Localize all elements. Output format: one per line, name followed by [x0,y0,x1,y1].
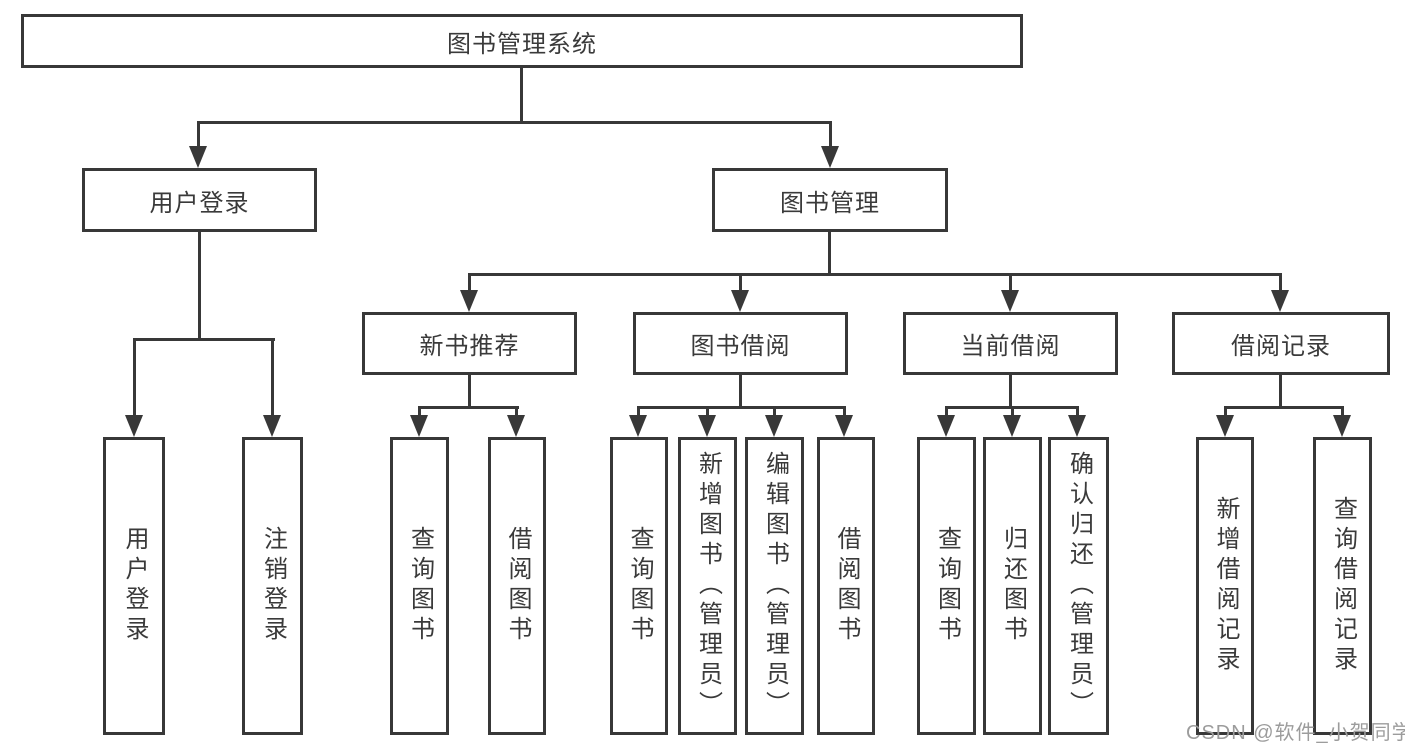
arrowhead-br-query [1333,415,1351,437]
node-book-management-label: 图书管理 [780,189,880,217]
edge-drop-bb-borrow [843,406,846,420]
edge-drop-bb-query [637,406,640,420]
arrowhead-bb-query [629,415,647,437]
edge-book-mgmt-branch [468,273,1282,276]
edge-nbr-branch [418,406,519,409]
arrowhead-bb-edit [765,415,783,437]
arrowhead-cb-query [937,415,955,437]
node-leaf-bb-edit-books-label: 编辑图书（管理员） [761,451,789,721]
arrowhead-bb-borrow [835,415,853,437]
node-leaf-logout-label: 注销登录 [259,526,287,646]
arrowhead-leaf-logout [263,415,281,437]
node-root: 图书管理系统 [21,14,1023,68]
edge-drop-book-borrow [739,273,742,293]
node-leaf-cb-return-books: 归还图书 [983,437,1042,735]
node-leaf-bb-add-books-label: 新增图书（管理员） [694,451,722,721]
edge-br-stem [1279,375,1282,406]
node-leaf-bb-borrow-books: 借阅图书 [817,437,875,735]
node-leaf-nbr-query-books: 查询图书 [390,437,449,735]
node-user-login-group: 用户登录 [82,168,317,232]
watermark-text: CSDN @软件_小贺同学 [1186,722,1405,744]
edge-drop-book-mgmt [829,121,832,149]
arrowhead-br-add [1216,415,1234,437]
edge-drop-nbr-query [418,406,421,420]
node-leaf-nbr-borrow-books: 借阅图书 [488,437,546,735]
node-current-borrowing-label: 当前借阅 [960,333,1061,360]
edge-drop-leaf-logout [271,338,274,418]
node-current-borrowing: 当前借阅 [903,312,1118,375]
node-borrowing-records: 借阅记录 [1172,312,1390,375]
node-leaf-br-query-record: 查询借阅记录 [1313,437,1372,735]
arrowhead-cb-return [1003,415,1021,437]
edge-user-login-stem [198,232,201,338]
edge-drop-cb-confirm [1076,406,1079,420]
node-user-login-label: 用户登录 [149,189,250,217]
node-leaf-bb-query-books: 查询图书 [610,437,668,735]
arrowhead-new-book-rec [460,290,478,312]
edge-bb-branch [637,406,846,409]
edge-user-login-branch [134,338,275,341]
node-book-borrowing-label: 图书借阅 [690,333,791,360]
edge-root-branch [197,121,832,124]
edge-drop-new-book-rec [468,273,471,293]
arrowhead-user-login [189,146,207,168]
arrowhead-book-borrow [731,290,749,312]
edge-drop-user-login [197,121,200,149]
node-borrowing-records-label: 借阅记录 [1231,333,1331,360]
arrowhead-leaf-user-login [125,415,143,437]
node-leaf-cb-return-books-label: 归还图书 [999,526,1027,646]
edge-book-mgmt-stem [828,232,831,273]
edge-drop-current-borrow [1009,273,1012,293]
edge-drop-br-add [1224,406,1227,420]
node-leaf-cb-query-books: 查询图书 [917,437,976,735]
arrowhead-cb-confirm [1068,415,1086,437]
arrowhead-book-mgmt [821,146,839,168]
arrowhead-bb-add [698,415,716,437]
node-leaf-cb-query-books-label: 查询图书 [933,526,961,646]
edge-drop-borrow-records [1279,273,1282,293]
edge-drop-bb-edit [773,406,776,420]
edge-drop-cb-return [1011,406,1014,420]
node-leaf-bb-add-books: 新增图书（管理员） [678,437,737,735]
node-leaf-bb-borrow-books-label: 借阅图书 [833,526,860,646]
arrowhead-borrow-records [1271,290,1289,312]
edge-br-branch [1224,406,1344,409]
edge-cb-stem [1009,375,1012,406]
node-leaf-br-query-record-label: 查询借阅记录 [1329,496,1357,676]
node-leaf-bb-edit-books: 编辑图书（管理员） [745,437,804,735]
node-leaf-br-add-record-label: 新增借阅记录 [1212,496,1239,676]
node-leaf-nbr-query-books-label: 查询图书 [406,526,434,646]
node-leaf-nbr-borrow-books-label: 借阅图书 [504,526,531,646]
edge-drop-leaf-user-login [133,338,136,418]
node-new-book-recommend: 新书推荐 [362,312,577,375]
node-leaf-br-add-record: 新增借阅记录 [1196,437,1254,735]
node-leaf-user-login: 用户登录 [103,437,165,735]
node-new-book-recommend-label: 新书推荐 [419,333,520,360]
node-leaf-user-login-label: 用户登录 [121,526,148,646]
arrowhead-nbr-borrow [507,415,525,437]
edge-drop-bb-add [706,406,709,420]
node-book-management: 图书管理 [712,168,948,232]
node-leaf-bb-query-books-label: 查询图书 [626,526,653,646]
arrowhead-nbr-query [410,415,428,437]
edge-nbr-stem [468,375,471,406]
node-leaf-logout: 注销登录 [242,437,303,735]
arrowhead-current-borrow [1001,290,1019,312]
node-book-borrowing: 图书借阅 [633,312,848,375]
node-leaf-cb-confirm-return: 确认归还（管理员） [1048,437,1109,735]
edge-drop-nbr-borrow [515,406,518,420]
node-leaf-cb-confirm-return-label: 确认归还（管理员） [1065,451,1093,721]
edge-drop-br-query [1341,406,1344,420]
edge-root-stem [520,68,523,121]
edge-bb-stem [739,375,742,406]
node-root-label: 图书管理系统 [447,30,597,58]
edge-drop-cb-query [945,406,948,420]
